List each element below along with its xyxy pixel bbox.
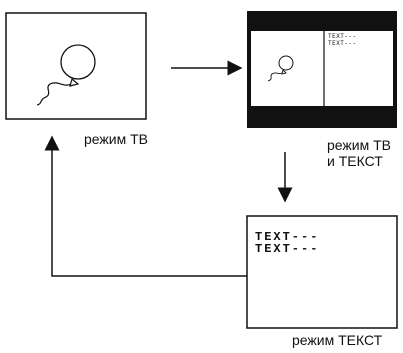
tv-text-line-2: TEXT--- [328,40,357,47]
tv-text-line-1: TEXT--- [328,33,357,40]
tv-text-mode-label-line1: режим ТВ [327,137,392,153]
text-mode-box [246,215,398,329]
text-mode-label: режим ТЕКСТ [292,332,383,348]
tv-text-mode-box [247,11,397,128]
small-balloon-icon [267,55,294,82]
balloon-icon [36,44,96,106]
tv-mode-label: режим ТВ [84,131,149,147]
arrow-text-to-tv [44,135,247,277]
tv-text-mode-label-line2: и ТЕКСТ [327,153,383,169]
text-line-2: TEXT--- [255,242,320,256]
text-line-1: TEXT--- [255,230,320,244]
tv-mode-box [5,12,147,120]
